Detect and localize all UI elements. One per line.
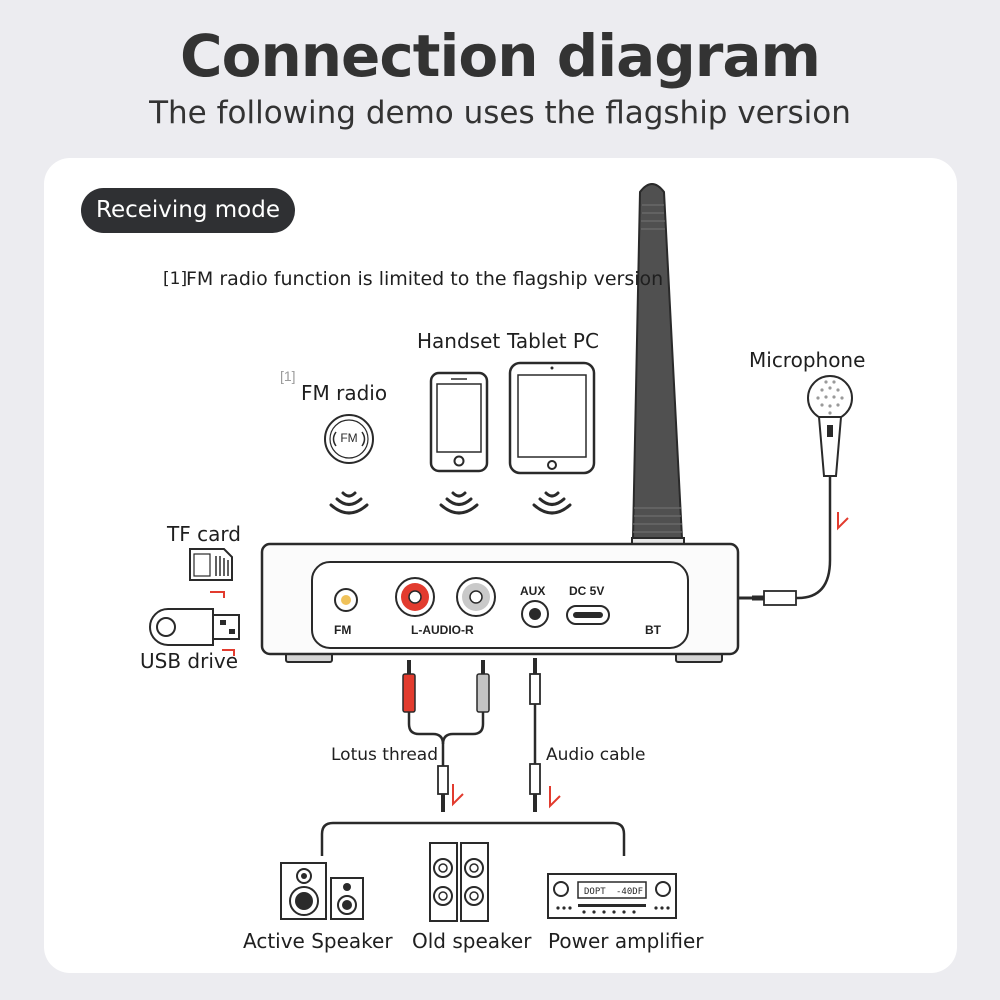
note-marker: [1]: [163, 269, 188, 289]
power-amplifier-label: Power amplifier: [548, 929, 704, 953]
port-audio-label: L-AUDIO-R: [411, 623, 474, 637]
tablet-icon: [508, 361, 596, 475]
handset-label: Handset: [417, 329, 501, 353]
audio-cable-label: Audio cable: [546, 745, 646, 765]
lotus-cable: [402, 660, 490, 812]
port-dc-label: DC 5V: [569, 584, 605, 598]
mode-badge: Receiving mode: [81, 188, 295, 233]
lotus-cable-label: Lotus thread: [331, 745, 438, 765]
receiver-device: [260, 542, 740, 663]
audio-cable: [529, 658, 561, 812]
tf-card-icon: [189, 548, 233, 598]
port-bt-label: BT: [645, 623, 661, 637]
amp-display-right: -40DF: [616, 887, 643, 897]
old-speaker-icon: [429, 842, 489, 922]
wireless-signal-icon: [329, 491, 572, 515]
power-amplifier-icon: DOPT -40DF: [547, 873, 677, 919]
handset-icon: [429, 371, 489, 473]
tablet-label: Tablet PC: [507, 329, 599, 353]
active-speaker-label: Active Speaker: [243, 929, 393, 953]
microphone-label: Microphone: [749, 348, 866, 372]
port-fm-label: FM: [334, 623, 352, 637]
port-aux-label: AUX: [520, 584, 546, 598]
fm-icon-text: FM: [340, 431, 358, 445]
microphone-icon: [738, 375, 853, 606]
amp-display-left: DOPT: [584, 887, 606, 897]
usb-drive-label: USB drive: [140, 649, 239, 673]
tf-card-label: TF card: [167, 522, 241, 546]
fm-footnote-marker: [1]: [280, 368, 296, 384]
fm-radio-label: FM radio: [301, 381, 388, 405]
page-title: Connection diagram: [180, 22, 821, 90]
old-speaker-label: Old speaker: [412, 929, 532, 953]
note-text: FM radio function is limited to the flag…: [186, 268, 664, 290]
usb-drive-icon: [149, 608, 240, 656]
active-speaker-icon: [280, 862, 364, 920]
output-bracket: [320, 821, 626, 856]
page-subtitle: The following demo uses the flagship ver…: [149, 95, 851, 131]
fm-radio-icon: [324, 414, 374, 464]
